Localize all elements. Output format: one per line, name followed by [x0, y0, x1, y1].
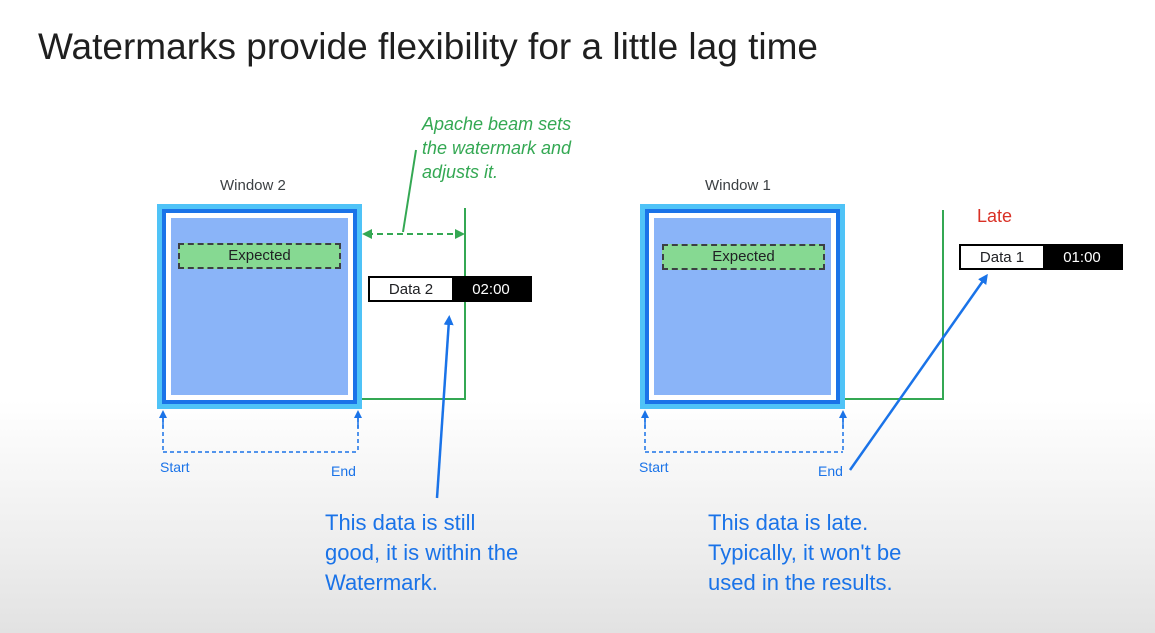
data-2-pointer-arrow [435, 315, 454, 499]
within-note-line-3: Watermark. [325, 570, 438, 595]
end-label-right: End [818, 463, 843, 479]
watermark-line-right [845, 210, 944, 400]
note-pointer-line [402, 149, 417, 233]
window-2-box [157, 204, 362, 409]
watermark-note-line-2: the watermark and [422, 138, 572, 158]
start-end-span-left [159, 410, 362, 453]
window-1-box [640, 204, 845, 409]
late-note-line-1: This data is late. [708, 510, 869, 535]
watermark-note-line-1: Apache beam sets [422, 114, 572, 134]
expected-region-left: Expected [178, 243, 341, 269]
late-data-note: This data is late. Typically, it won't b… [708, 508, 901, 598]
data-1-name: Data 1 [961, 246, 1043, 268]
slide-title: Watermarks provide flexibility for a lit… [38, 26, 818, 67]
data-2-event: Data 2 02:00 [368, 276, 532, 302]
start-label-right: Start [639, 459, 669, 475]
data-1-pointer-arrow [848, 273, 988, 471]
data-1-time: 01:00 [1043, 246, 1121, 268]
within-note-line-2: good, it is within the [325, 540, 519, 565]
end-label-left: End [331, 463, 356, 479]
watermark-note: Apache beam sets the watermark and adjus… [422, 112, 571, 184]
expected-region-right: Expected [662, 244, 825, 270]
start-end-span-right [641, 410, 847, 453]
late-note-line-2: Typically, it won't be [708, 540, 902, 565]
data-2-name: Data 2 [370, 278, 452, 300]
within-watermark-note: This data is still good, it is within th… [325, 508, 518, 598]
late-note-line-3: used in the results. [708, 570, 893, 595]
data-1-event: Data 1 01:00 [959, 244, 1123, 270]
watermark-line-left [362, 208, 466, 400]
data-2-time: 02:00 [452, 278, 530, 300]
late-label: Late [977, 206, 1013, 226]
window-2-label: Window 2 [220, 177, 286, 194]
window-1-label: Window 1 [705, 177, 771, 194]
watermark-note-line-3: adjusts it. [422, 162, 499, 182]
start-label-left: Start [160, 459, 190, 475]
within-note-line-1: This data is still [325, 510, 476, 535]
